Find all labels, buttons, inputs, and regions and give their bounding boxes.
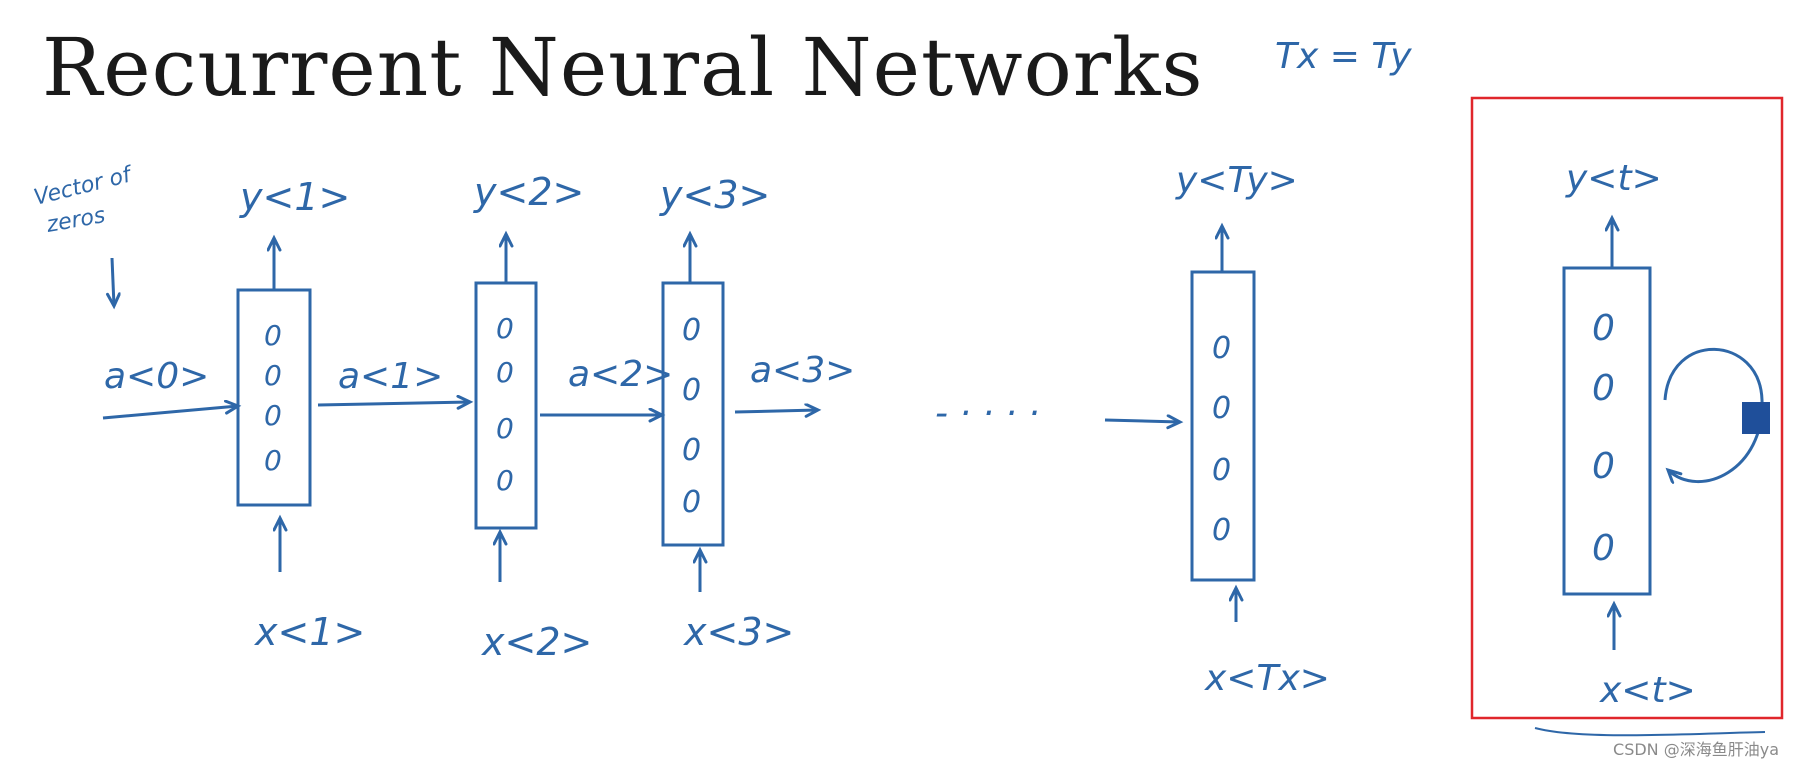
- a1-label: a<1>: [338, 356, 443, 397]
- tx-equals-ty-note: Tx = Ty: [1275, 36, 1412, 77]
- unit-3-node: 0: [682, 313, 701, 348]
- recurrence-weight-box: [1742, 402, 1770, 434]
- init-note-line1: Vector of: [31, 162, 136, 211]
- unit-1-node: 0: [264, 359, 282, 392]
- unit-last-node: 0: [1212, 453, 1231, 488]
- unit-3-x-label: x<3>: [683, 610, 794, 654]
- a0-label: a<0>: [104, 356, 209, 397]
- unit-3-node: 0: [682, 485, 701, 520]
- rolled-node: 0: [1592, 368, 1615, 409]
- rnn-unit-last: 0 0 0 0 y<Ty> x<Tx>: [1175, 160, 1330, 699]
- rolled-node: 0: [1592, 446, 1615, 487]
- rnn-rolled-unit: 0 0 0 0 y<t> x<t>: [1534, 158, 1770, 737]
- unit-2-node: 0: [496, 356, 514, 389]
- a3-arrow: [734, 410, 818, 412]
- rnn-unit-2: 0 0 0 0 y<2> x<2>: [473, 170, 592, 664]
- a0-arrow: [102, 406, 238, 420]
- unit-last-node: 0: [1212, 391, 1231, 426]
- unit-2-x-label: x<2>: [481, 620, 592, 664]
- unit-3-node: 0: [682, 373, 701, 408]
- unit-1-node: 0: [264, 444, 282, 477]
- unit-1-y-label: y<1>: [239, 175, 350, 219]
- rolled-node: 0: [1592, 528, 1615, 569]
- unit-2-node: 0: [496, 464, 514, 497]
- unit-2-node: 0: [496, 312, 514, 345]
- unit-1-node: 0: [264, 399, 282, 432]
- unit-1-node: 0: [264, 319, 282, 352]
- underline-stroke: [1534, 727, 1766, 737]
- rnn-unit-1: 0 0 0 0 y<1> x<1>: [236, 175, 365, 654]
- init-note-line2: zeros: [44, 203, 107, 238]
- ellipsis: - · · · ·: [935, 393, 1040, 434]
- rolled-y-label: y<t>: [1565, 158, 1662, 199]
- unit-last-node: 0: [1212, 331, 1231, 366]
- unit-3-box: [661, 281, 725, 547]
- rolled-highlight-box: [1470, 96, 1784, 720]
- unit-last-x-label: x<Tx>: [1204, 658, 1330, 699]
- init-down-arrow: [112, 257, 114, 306]
- a3-label: a<3>: [750, 350, 855, 391]
- a1-arrow: [317, 402, 470, 405]
- recurrence-loop-arrow: [1663, 347, 1764, 481]
- a2-label: a<2>: [568, 354, 673, 395]
- unit-2-y-label: y<2>: [473, 170, 584, 214]
- unit-last-y-label: y<Ty>: [1175, 160, 1298, 201]
- rolled-x-label: x<t>: [1599, 670, 1696, 711]
- rnn-unit-3: 0 0 0 0 y<3> x<3>: [659, 173, 794, 654]
- unit-last-node: 0: [1212, 513, 1231, 548]
- rolled-node: 0: [1592, 308, 1615, 349]
- unit-1-x-label: x<1>: [254, 610, 365, 654]
- aT-arrow: [1104, 420, 1180, 422]
- unit-2-node: 0: [496, 412, 514, 445]
- watermark: CSDN @深海鱼肝油ya: [1613, 740, 1779, 759]
- rolled-unit-box: [1562, 266, 1652, 596]
- unit-3-y-label: y<3>: [659, 173, 770, 217]
- slide-title: Recurrent Neural Networks: [42, 21, 1204, 114]
- unit-3-node: 0: [682, 433, 701, 468]
